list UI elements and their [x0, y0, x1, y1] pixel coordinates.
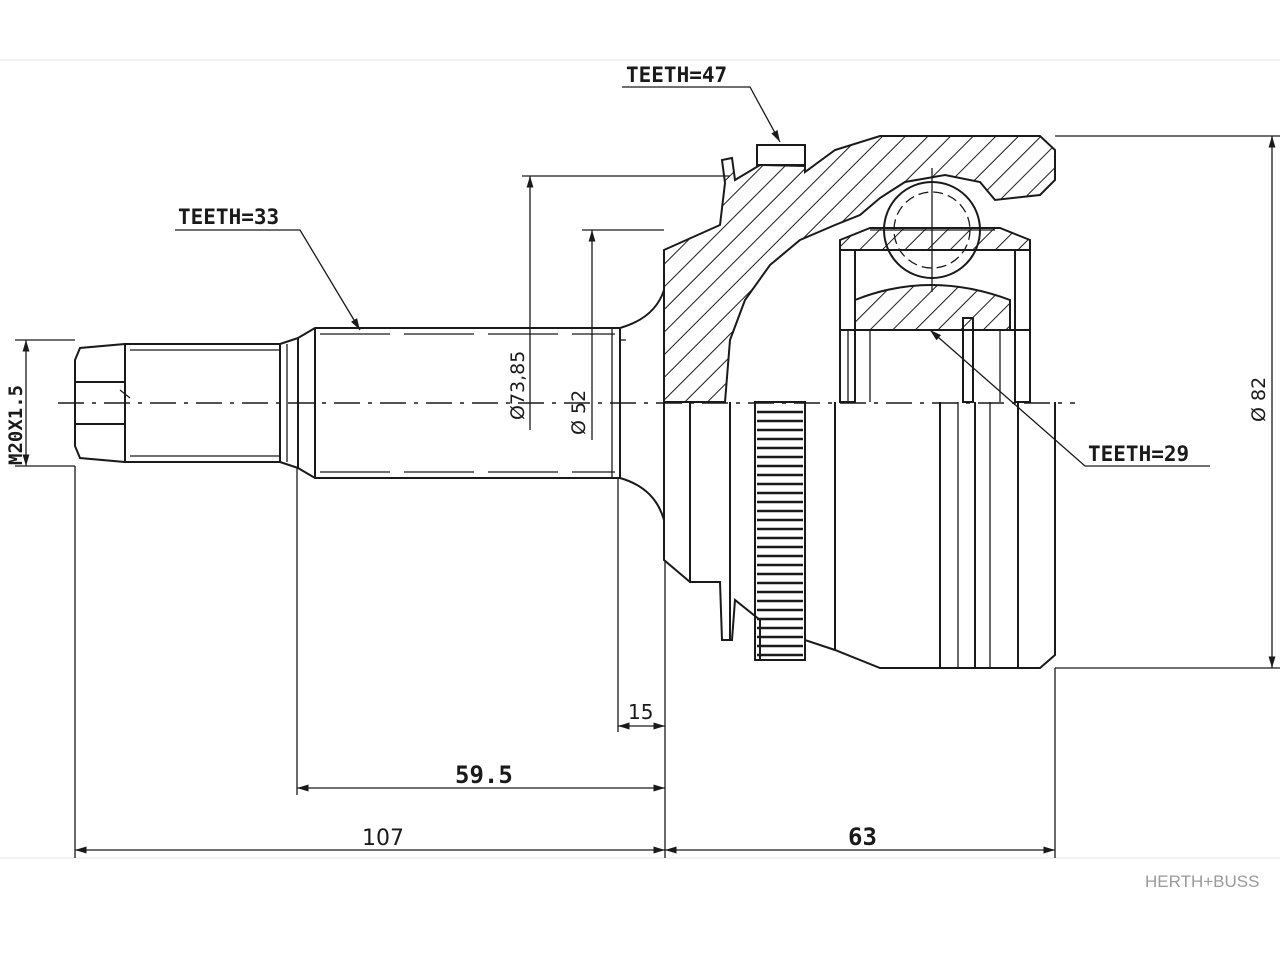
teeth-33-leader	[175, 229, 361, 331]
dim-63-label: 63	[848, 823, 877, 851]
dim-107-label: 107	[362, 826, 404, 851]
abs-ring-teeth	[757, 410, 803, 657]
inner-race-cage-ball	[839, 168, 1031, 403]
dia-52-dimension	[582, 229, 664, 440]
splined-shaft	[297, 250, 665, 560]
teeth-47-gear-tip	[756, 144, 806, 166]
outer-race-bell	[663, 135, 1056, 669]
dim-59-5-label: 59.5	[455, 761, 513, 789]
dia-73-label: Ø73,85	[507, 351, 529, 420]
teeth-29-label: TEETH=29	[1088, 442, 1189, 466]
teeth-33-label: TEETH=33	[178, 205, 279, 229]
thread-label: M20X1.5	[5, 385, 27, 465]
thread-dimension	[15, 339, 75, 467]
dia-82-dimension	[1055, 135, 1280, 669]
teeth-47-leader	[622, 86, 781, 143]
dia-52-label: Ø 52	[568, 390, 590, 435]
dia-73-dimension	[522, 175, 730, 430]
teeth-29-leader	[929, 329, 1210, 467]
teeth-47-label: TEETH=47	[626, 63, 727, 87]
brand-logo: HERTH+BUSS	[1145, 872, 1259, 891]
dia-82-label: Ø 82	[1248, 377, 1270, 422]
dim-15-label: 15	[628, 700, 653, 724]
